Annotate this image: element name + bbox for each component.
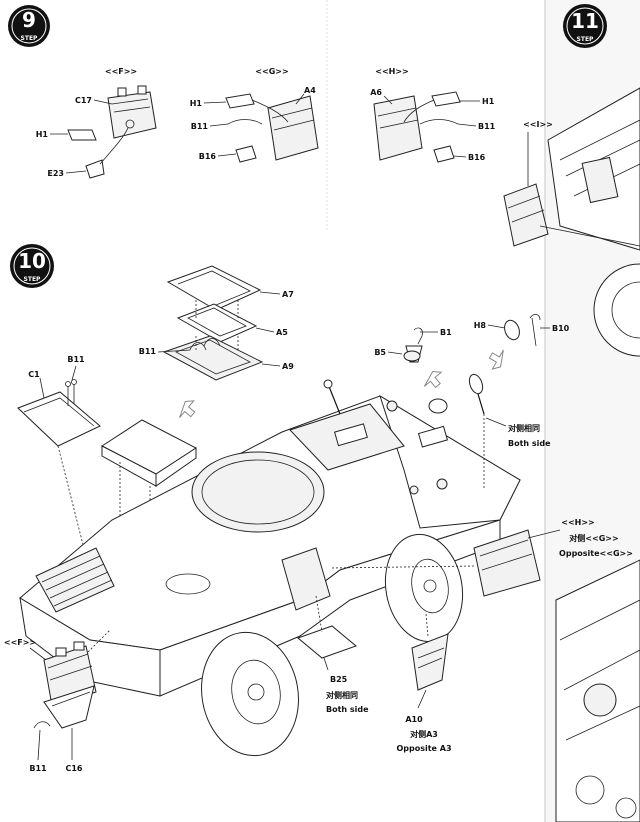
- step10-label-b11-c1: B11: [67, 355, 85, 364]
- step-10-number: 10: [18, 249, 46, 273]
- g-label-h1: H1: [190, 99, 203, 108]
- wheel-rear: [201, 631, 299, 757]
- step10-label-b5: B5: [374, 348, 386, 357]
- b25-caption-cn: 对侧相同: [326, 690, 358, 700]
- hg-callout-title: <<H>>: [561, 518, 595, 527]
- step10-label-a9: A9: [282, 362, 294, 371]
- step-10-vehicle-hull: [19, 379, 521, 757]
- step10-label-b11-hatch: B11: [139, 347, 157, 356]
- step10-label-b10: B10: [552, 324, 570, 333]
- subassembly-g: <<G>> H1 A4 B11 B16: [190, 67, 319, 163]
- h-label-a6: A6: [370, 88, 382, 97]
- step-10-rear-hatch: <<F>> B11 C16: [4, 629, 111, 773]
- step-11-badge: 11 STEP: [563, 4, 607, 48]
- subassembly-h: <<H>> A6 H1 B11 B16: [370, 67, 496, 163]
- step-10-badge: 10 STEP: [10, 244, 54, 288]
- step10-label-c16: C16: [65, 764, 82, 773]
- b25-caption-en: Both side: [326, 705, 369, 714]
- f-label-c17: C17: [75, 96, 92, 105]
- f-label-h1: H1: [36, 130, 49, 139]
- step10-label-a7: A7: [282, 290, 294, 299]
- step10-label-h8: H8: [474, 321, 487, 330]
- g-label-a4: A4: [304, 86, 316, 95]
- step-10-step-plate-b25: B25 对侧相同 Both side: [297, 595, 369, 714]
- g-label-b11: B11: [191, 122, 209, 131]
- step10-label-b11-bottom: B11: [29, 764, 47, 773]
- step-10-panel-c1: C1 B11: [17, 355, 101, 581]
- step10-label-b1: B1: [440, 328, 452, 337]
- step-11-partial: <<I>>: [503, 87, 640, 822]
- hg-callout-en: Opposite<<G>>: [559, 549, 633, 558]
- h-label-b16: B16: [468, 153, 486, 162]
- step-10-mirror: H8 B10 对侧相同 Both side: [468, 314, 570, 490]
- a10-caption-en: Opposite A3: [396, 744, 451, 753]
- f-reference-label: <<F>>: [4, 638, 36, 647]
- subassembly-i-title: <<I>>: [523, 120, 553, 129]
- h-label-h1: H1: [482, 97, 495, 106]
- step-10-mudguard-a10: A10 对侧A3 Opposite A3: [396, 613, 452, 753]
- step-11-number: 11: [571, 9, 599, 33]
- step-9-word: STEP: [21, 35, 39, 42]
- hg-callout-cn: 对侧<<G>>: [569, 533, 618, 543]
- step-10-hatch-assembly: A7 A5 A9 B11: [139, 265, 294, 418]
- step-10-word: STEP: [24, 276, 42, 283]
- step-10-side-plate-callout: <<H>> 对侧<<G>> Opposite<<G>>: [329, 518, 633, 597]
- subassembly-f-title: <<F>>: [105, 67, 137, 76]
- step-10-headlight: B1 B5: [374, 327, 452, 414]
- step-9-badge: 9 STEP: [8, 5, 50, 47]
- step10-label-a10: A10: [405, 715, 423, 724]
- mirror-caption-cn: 对侧相同: [508, 423, 540, 433]
- step10-label-b25: B25: [330, 675, 348, 684]
- subassembly-g-title: <<G>>: [255, 67, 288, 76]
- a10-caption-cn: 对侧A3: [410, 729, 438, 739]
- step10-label-c1: C1: [28, 370, 40, 379]
- step-11-word: STEP: [577, 36, 595, 43]
- mirror-caption-en: Both side: [508, 439, 551, 448]
- subassembly-h-title: <<H>>: [375, 67, 409, 76]
- f-label-e23: E23: [47, 169, 64, 178]
- g-label-b16: B16: [199, 152, 217, 161]
- step10-label-a5: A5: [276, 328, 288, 337]
- step-9-number: 9: [22, 8, 36, 32]
- subassembly-f: <<F>> C17 H1 E23: [36, 67, 157, 179]
- h-label-b11: B11: [478, 122, 496, 131]
